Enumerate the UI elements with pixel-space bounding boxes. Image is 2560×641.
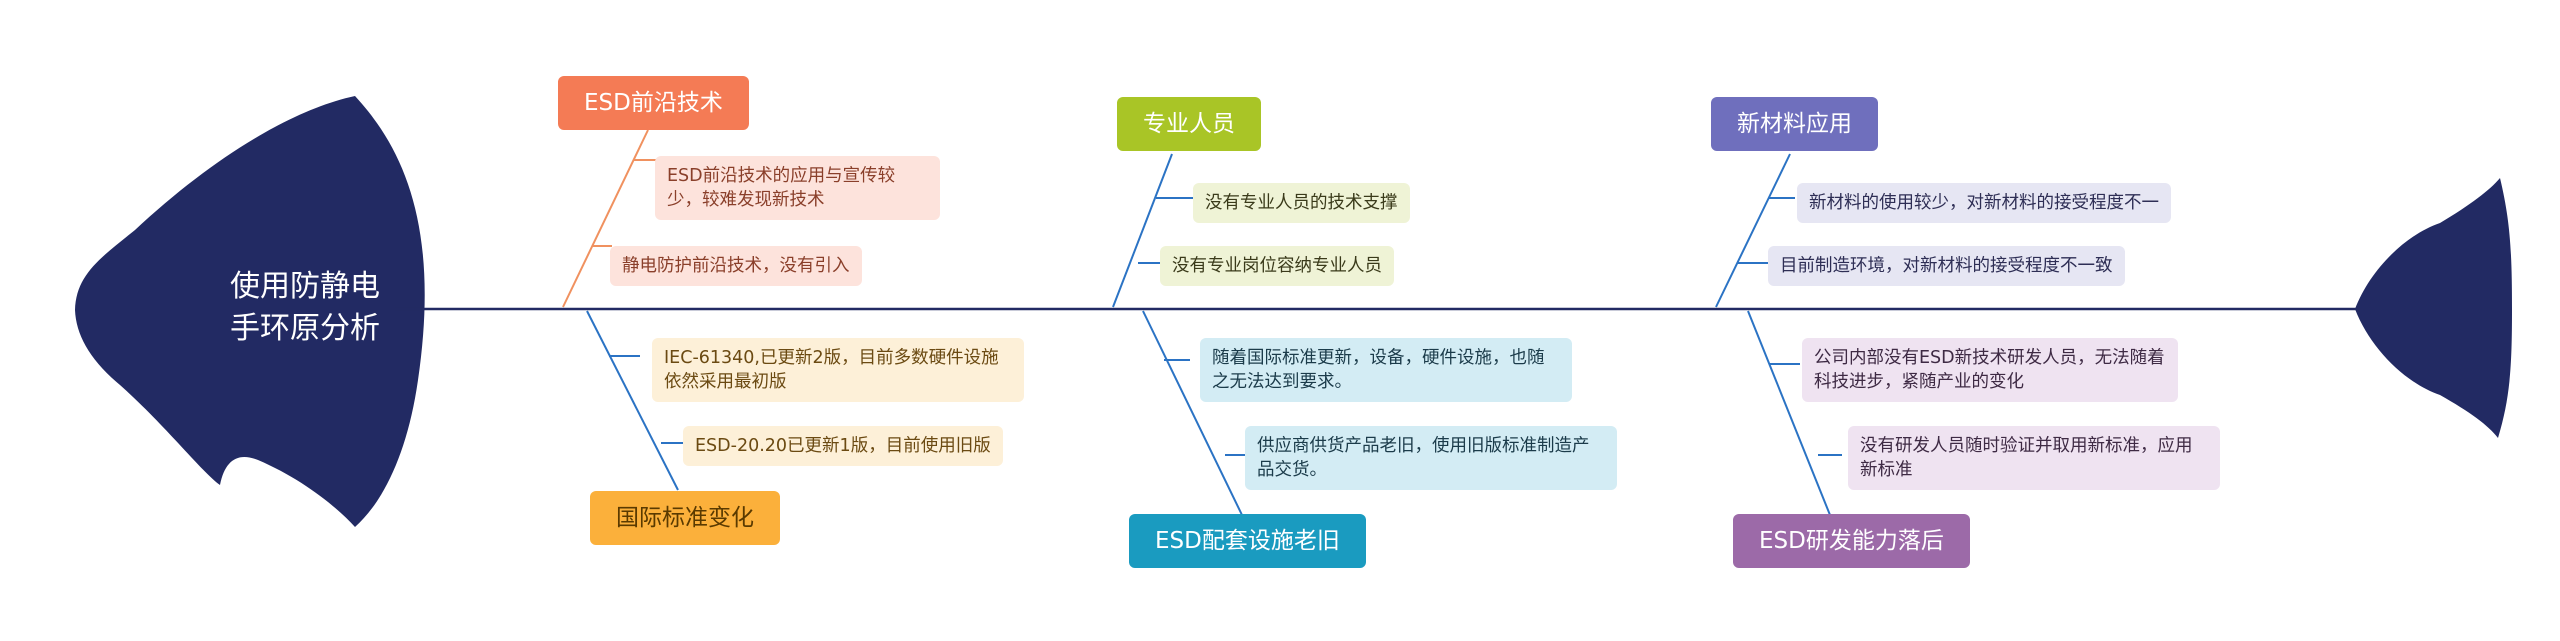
root-topic: 使用防静电 手环原分析 [185, 266, 425, 350]
category-esd-rnd[interactable]: ESD研发能力落后 [1733, 514, 1970, 568]
cause-item[interactable]: 目前制造环境，对新材料的接受程度不一致 [1768, 246, 2125, 286]
category-intl-standards[interactable]: 国际标准变化 [590, 491, 780, 545]
cause-item[interactable]: 没有专业人员的技术支撑 [1193, 183, 1410, 223]
cause-item[interactable]: ESD-20.20已更新1版，目前使用旧版 [683, 426, 1003, 466]
cause-item[interactable]: 没有专业岗位容纳专业人员 [1160, 246, 1394, 286]
cause-item[interactable]: 静电防护前沿技术，没有引入 [610, 246, 862, 286]
branch-intl-standards [586, 310, 685, 491]
branch-esd-rnd [1747, 310, 1842, 516]
branch-professionals [1112, 153, 1200, 308]
category-new-materials[interactable]: 新材料应用 [1711, 97, 1878, 151]
category-esd-facilities[interactable]: ESD配套设施老旧 [1129, 514, 1366, 568]
cause-item[interactable]: 新材料的使用较少，对新材料的接受程度不一 [1797, 183, 2171, 223]
root-topic-line2: 手环原分析 [230, 311, 380, 346]
branch-new-materials [1715, 153, 1795, 308]
category-professionals[interactable]: 专业人员 [1117, 97, 1261, 151]
cause-item[interactable]: IEC-61340,已更新2版，目前多数硬件设施依然采用最初版 [652, 338, 1024, 402]
fish-head [75, 96, 425, 527]
cause-item[interactable]: 没有研发人员随时验证并取用新标准，应用新标准 [1848, 426, 2220, 490]
cause-item[interactable]: 随着国际标准更新，设备，硬件设施，也随之无法达到要求。 [1200, 338, 1572, 402]
cause-item[interactable]: 公司内部没有ESD新技术研发人员，无法随着科技进步，紧随产业的变化 [1802, 338, 2178, 402]
fish-tail [2355, 178, 2512, 438]
cause-item[interactable]: 供应商供货产品老旧，使用旧版标准制造产品交货。 [1245, 426, 1617, 490]
root-topic-line1: 使用防静电 [230, 269, 380, 304]
category-esd-frontier[interactable]: ESD前沿技术 [558, 76, 749, 130]
cause-item[interactable]: ESD前沿技术的应用与宣传较少，较难发现新技术 [655, 156, 940, 220]
